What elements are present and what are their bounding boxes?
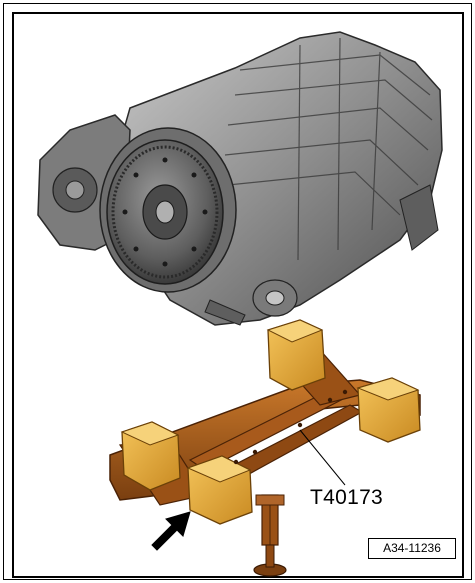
transmission [37,31,443,326]
tool-part-label: T40173 [310,486,384,509]
figure-reference-number: A34-11236 [368,538,456,559]
indicator-arrow [151,511,191,551]
fixture-t40173 [109,319,421,577]
label-leader-line [299,429,346,486]
